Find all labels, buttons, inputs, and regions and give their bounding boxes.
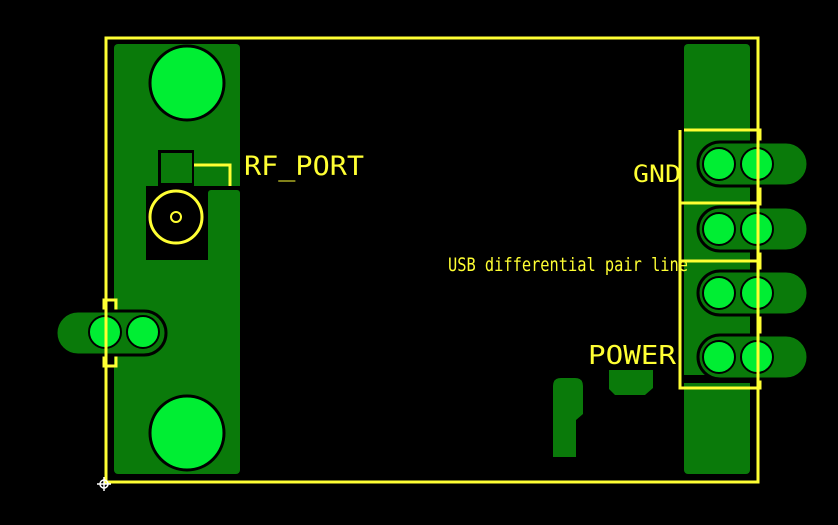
small-copper-pads xyxy=(553,370,653,457)
usb-pin-gnd xyxy=(696,140,810,188)
usb-pair-label: USB differential pair line xyxy=(448,254,688,276)
left-mounting-holes xyxy=(148,44,226,472)
usb-pin-power xyxy=(696,333,810,381)
usb-pins xyxy=(696,140,810,381)
usb-connector-outline xyxy=(678,128,762,390)
usb-pin-d-plus xyxy=(696,269,810,317)
rf-port-leader xyxy=(194,163,232,186)
rf-connector xyxy=(146,150,240,264)
origin-marker-icon xyxy=(97,477,111,491)
copper-pad-left xyxy=(553,378,583,457)
usb-pin-d-minus xyxy=(696,205,810,253)
mounting-hole-bottom xyxy=(148,394,226,472)
gnd-label: GND xyxy=(633,160,681,188)
power-label: POWER xyxy=(588,341,676,371)
copper-pad-power xyxy=(609,370,653,395)
rf-port-label: RF_PORT xyxy=(244,151,364,182)
mounting-hole-top xyxy=(148,44,226,122)
right-copper-pour xyxy=(680,44,754,474)
rf-connector-outline xyxy=(148,189,204,245)
rf-connector-center xyxy=(170,211,182,223)
board-outline xyxy=(104,36,760,484)
